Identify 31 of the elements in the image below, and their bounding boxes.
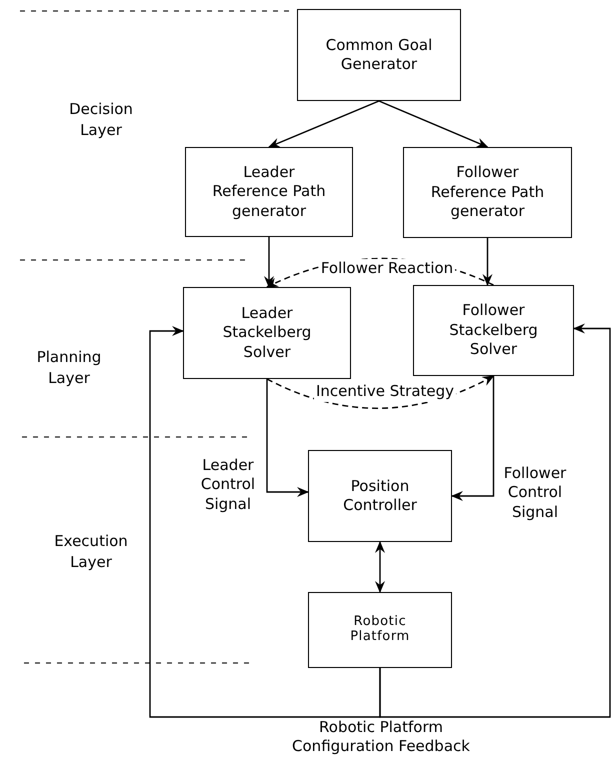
box-label: Common Goal Generator bbox=[324, 36, 434, 74]
arrow bbox=[266, 379, 309, 497]
dashed-arrow bbox=[266, 375, 494, 409]
process-box bbox=[403, 147, 572, 238]
process-box bbox=[185, 147, 353, 237]
arrow bbox=[268, 100, 380, 148]
arrow bbox=[451, 376, 494, 501]
box-label: Leader Reference Path generator bbox=[211, 162, 327, 222]
edge-label: Robotic Platform Configuration Feedback bbox=[291, 718, 471, 756]
layer-label: Execution Layer bbox=[53, 531, 129, 573]
box-label: Position Controller bbox=[342, 476, 418, 516]
layer-label: Planning Layer bbox=[36, 347, 102, 389]
process-box bbox=[413, 285, 574, 376]
arrow bbox=[375, 541, 385, 593]
arrow bbox=[149, 326, 381, 718]
edge-label: Follower Control Signal bbox=[502, 464, 568, 522]
process-box bbox=[308, 450, 452, 542]
edge-label: Incentive Strategy bbox=[314, 382, 456, 402]
arrow bbox=[264, 237, 274, 288]
process-box bbox=[308, 592, 452, 668]
layer-label: Decision Layer bbox=[68, 99, 134, 141]
edge-label: Leader Control Signal bbox=[200, 456, 256, 514]
process-box bbox=[183, 287, 351, 379]
arrow bbox=[482, 238, 492, 286]
arrow bbox=[378, 100, 488, 148]
box-label: Follower Stackelberg Solver bbox=[448, 301, 539, 360]
process-box bbox=[297, 9, 461, 101]
arrow bbox=[379, 324, 611, 718]
box-label: Robotic Platform bbox=[349, 615, 411, 645]
box-label: Leader Stackelberg Solver bbox=[222, 304, 312, 362]
box-label: Follower Reference Path generator bbox=[430, 163, 546, 222]
